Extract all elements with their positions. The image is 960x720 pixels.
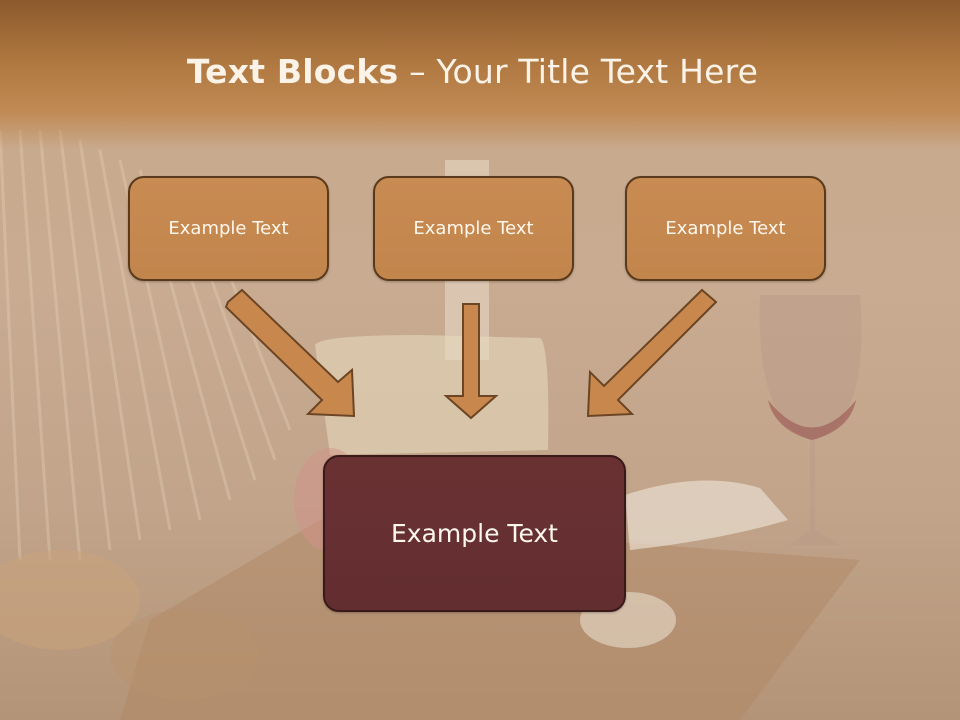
title-bar bbox=[0, 0, 960, 150]
wine bbox=[768, 400, 856, 440]
arrow-left-icon bbox=[224, 288, 356, 418]
title-rest: – Your Title Text Here bbox=[398, 52, 759, 91]
bread-roll bbox=[0, 550, 140, 650]
text-block-1[interactable]: Example Text bbox=[128, 176, 329, 281]
cheese-block bbox=[315, 335, 549, 455]
wine-glass bbox=[759, 295, 862, 545]
text-block-2[interactable]: Example Text bbox=[373, 176, 574, 281]
text-block-3[interactable]: Example Text bbox=[625, 176, 826, 281]
title-bold: Text Blocks bbox=[186, 52, 399, 91]
text-block-main[interactable]: Example Text bbox=[323, 455, 626, 612]
bagel bbox=[110, 610, 260, 700]
page-title: Text Blocks – Your Title Text Here bbox=[0, 52, 945, 91]
arrow-right-icon bbox=[586, 288, 718, 418]
cutting-board bbox=[120, 520, 860, 720]
arrow-center-icon bbox=[443, 303, 499, 420]
brie-wedge bbox=[625, 480, 788, 550]
